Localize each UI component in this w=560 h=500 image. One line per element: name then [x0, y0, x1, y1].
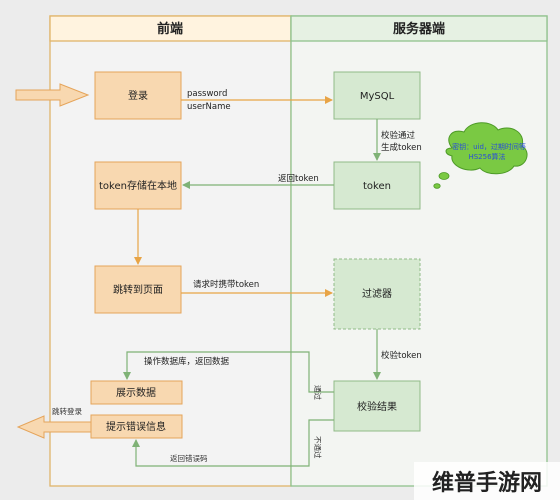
- login-node: 登录: [94, 71, 182, 120]
- not-pass-label: 不通过: [313, 436, 323, 459]
- connectors: [123, 96, 381, 467]
- token-store-node-label: token存储在本地: [99, 179, 177, 192]
- password-label: password: [187, 89, 227, 99]
- show-error-node: 提示错误信息: [90, 414, 183, 439]
- token-store-node: token存储在本地: [94, 161, 182, 210]
- token-node: token: [333, 161, 421, 210]
- jump-page-node-label: 跳转到页面: [113, 283, 163, 296]
- filter-node: 过滤器: [333, 258, 421, 330]
- verify-result-node: 校验结果: [333, 380, 421, 432]
- show-error-node-label: 提示错误信息: [106, 420, 166, 433]
- operate-db-label: 操作数据库，返回数据: [144, 356, 230, 367]
- jump-page-node: 跳转到页面: [94, 265, 182, 314]
- mysql-node: MySQL: [333, 71, 421, 120]
- jump-login-label: 跳转登录: [52, 406, 82, 416]
- token-node-label: token: [363, 181, 391, 192]
- verify-token-label: 校验token: [381, 350, 422, 361]
- pass-label: 通过: [313, 385, 323, 400]
- jump-login-arrow-icon: [16, 415, 92, 439]
- username-label: userName: [187, 102, 231, 112]
- login-node-label: 登录: [128, 89, 148, 102]
- frontend-lane-title: 前端: [157, 21, 183, 37]
- verify-result-node-label: 校验结果: [357, 400, 397, 413]
- show-data-node: 展示数据: [90, 380, 183, 405]
- secret-key-cloud: 密钥：uid，过期时间等 HS256算法: [433, 122, 528, 189]
- cloud-line-1: 密钥：uid，过期时间等: [452, 142, 526, 151]
- request-with-token-label: 请求时携带token: [193, 279, 259, 290]
- watermark-text: 维普手游网: [432, 470, 542, 496]
- return-token-label: 返回token: [278, 173, 319, 184]
- show-data-node-label: 展示数据: [116, 386, 156, 399]
- watermark: 维普手游网: [414, 462, 560, 500]
- mysql-node-label: MySQL: [360, 91, 395, 102]
- entry-arrow-icon: [15, 83, 90, 107]
- filter-node-label: 过滤器: [362, 287, 392, 300]
- server-lane-title: 服务器端: [393, 21, 445, 37]
- return-error-label: 返回错误码: [170, 453, 208, 463]
- verify-pass-label: 校验通过: [381, 130, 416, 141]
- generate-token-label: 生成token: [381, 142, 422, 153]
- cloud-line-2: HS256算法: [468, 152, 505, 161]
